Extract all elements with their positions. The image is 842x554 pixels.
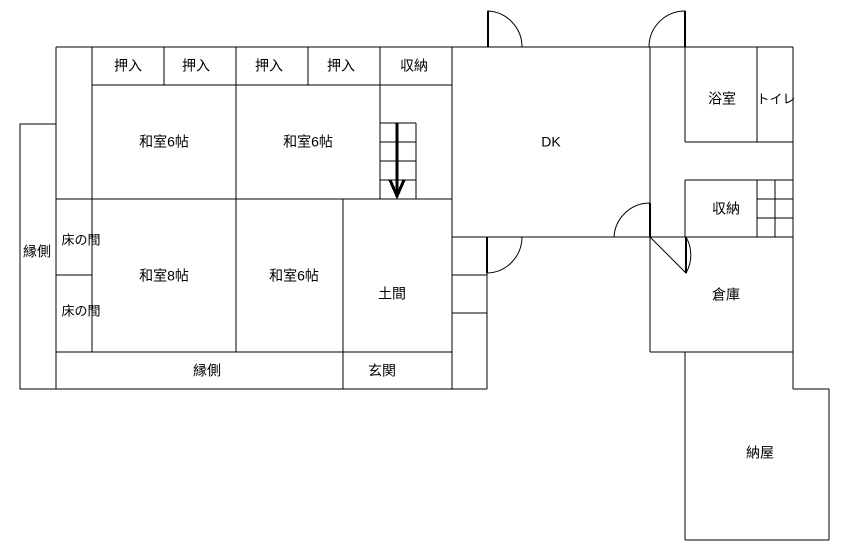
label-souko: 倉庫 — [712, 287, 740, 303]
label-dk: DK — [541, 134, 561, 150]
label-oshiire-4: 押入 — [327, 58, 355, 74]
label-tokonoma-1: 床の間 — [61, 232, 100, 247]
label-oshiire-3: 押入 — [255, 58, 283, 74]
door-top-dk — [487, 10, 523, 48]
label-washitsu-6-b: 和室6帖 — [283, 134, 333, 150]
label-washitsu-6-a: 和室6帖 — [139, 134, 189, 150]
label-engawa-bottom: 縁側 — [193, 363, 221, 379]
label-tokonoma-2: 床の間 — [61, 303, 100, 318]
label-yokushitsu: 浴室 — [708, 91, 736, 107]
label-genkan: 玄関 — [368, 363, 396, 379]
stair-arrow-icon — [388, 123, 406, 200]
door-top-bath — [648, 10, 686, 48]
label-washitsu-6-c: 和室6帖 — [269, 268, 319, 284]
label-toilet: トイレ — [756, 91, 795, 106]
label-washitsu-8: 和室8帖 — [139, 268, 189, 284]
label-naya: 納屋 — [746, 445, 774, 461]
label-doma: 土間 — [378, 286, 406, 302]
label-shuno-top: 収納 — [400, 58, 428, 74]
label-oshiire-1: 押入 — [114, 58, 142, 74]
doors — [486, 10, 692, 274]
label-shuno-right: 収納 — [712, 201, 740, 217]
door-dk-right — [613, 202, 651, 238]
door-souko — [648, 236, 692, 274]
label-engawa-left: 縁側 — [23, 244, 51, 260]
room-labels: 押入 押入 押入 押入 収納 和室6帖 和室6帖 和室8帖 和室6帖 土間 玄関… — [23, 58, 796, 461]
door-doma — [486, 236, 523, 274]
walls — [19, 46, 830, 541]
label-oshiire-2: 押入 — [182, 58, 210, 74]
